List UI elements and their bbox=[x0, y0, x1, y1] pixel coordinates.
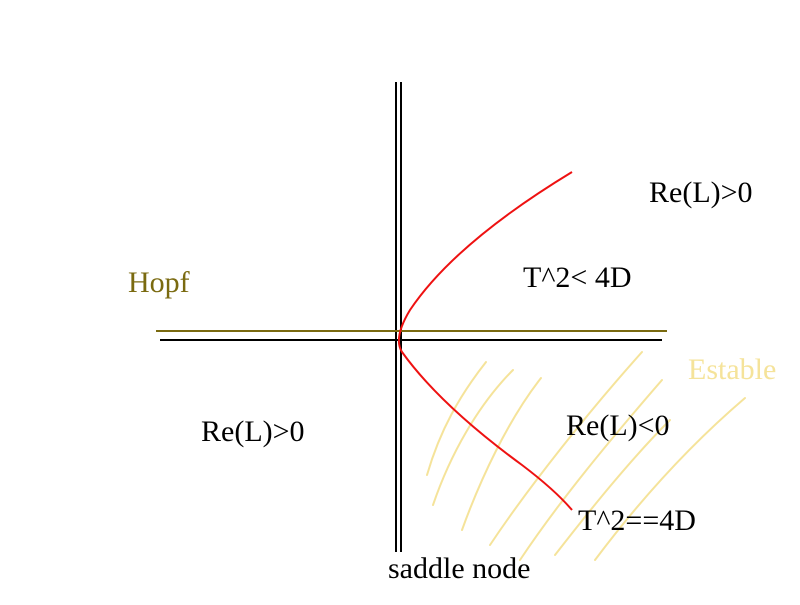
hatch-stroke bbox=[489, 351, 643, 546]
hatch-stroke bbox=[594, 397, 746, 561]
stable-hatching bbox=[426, 351, 746, 561]
parabola-curve bbox=[397, 171, 573, 511]
hatch-stroke bbox=[432, 369, 514, 506]
vertical-axis bbox=[395, 82, 402, 552]
hatch-stroke bbox=[426, 361, 487, 476]
label-upper-region: T^2< 4D bbox=[523, 261, 632, 294]
label-lower-region: Re(L)<0 bbox=[566, 409, 670, 442]
label-hopf: Hopf bbox=[128, 266, 190, 299]
label-parabola: T^2==4D bbox=[578, 504, 696, 537]
hatch-stroke bbox=[554, 419, 671, 556]
label-stable: Estable bbox=[688, 353, 777, 386]
hatch-stroke bbox=[519, 379, 663, 561]
label-top-right: Re(L)>0 bbox=[649, 176, 753, 209]
hatch-stroke bbox=[461, 377, 542, 531]
label-axis-bottom: saddle node bbox=[388, 552, 531, 585]
label-left-region: Re(L)>0 bbox=[201, 415, 305, 448]
